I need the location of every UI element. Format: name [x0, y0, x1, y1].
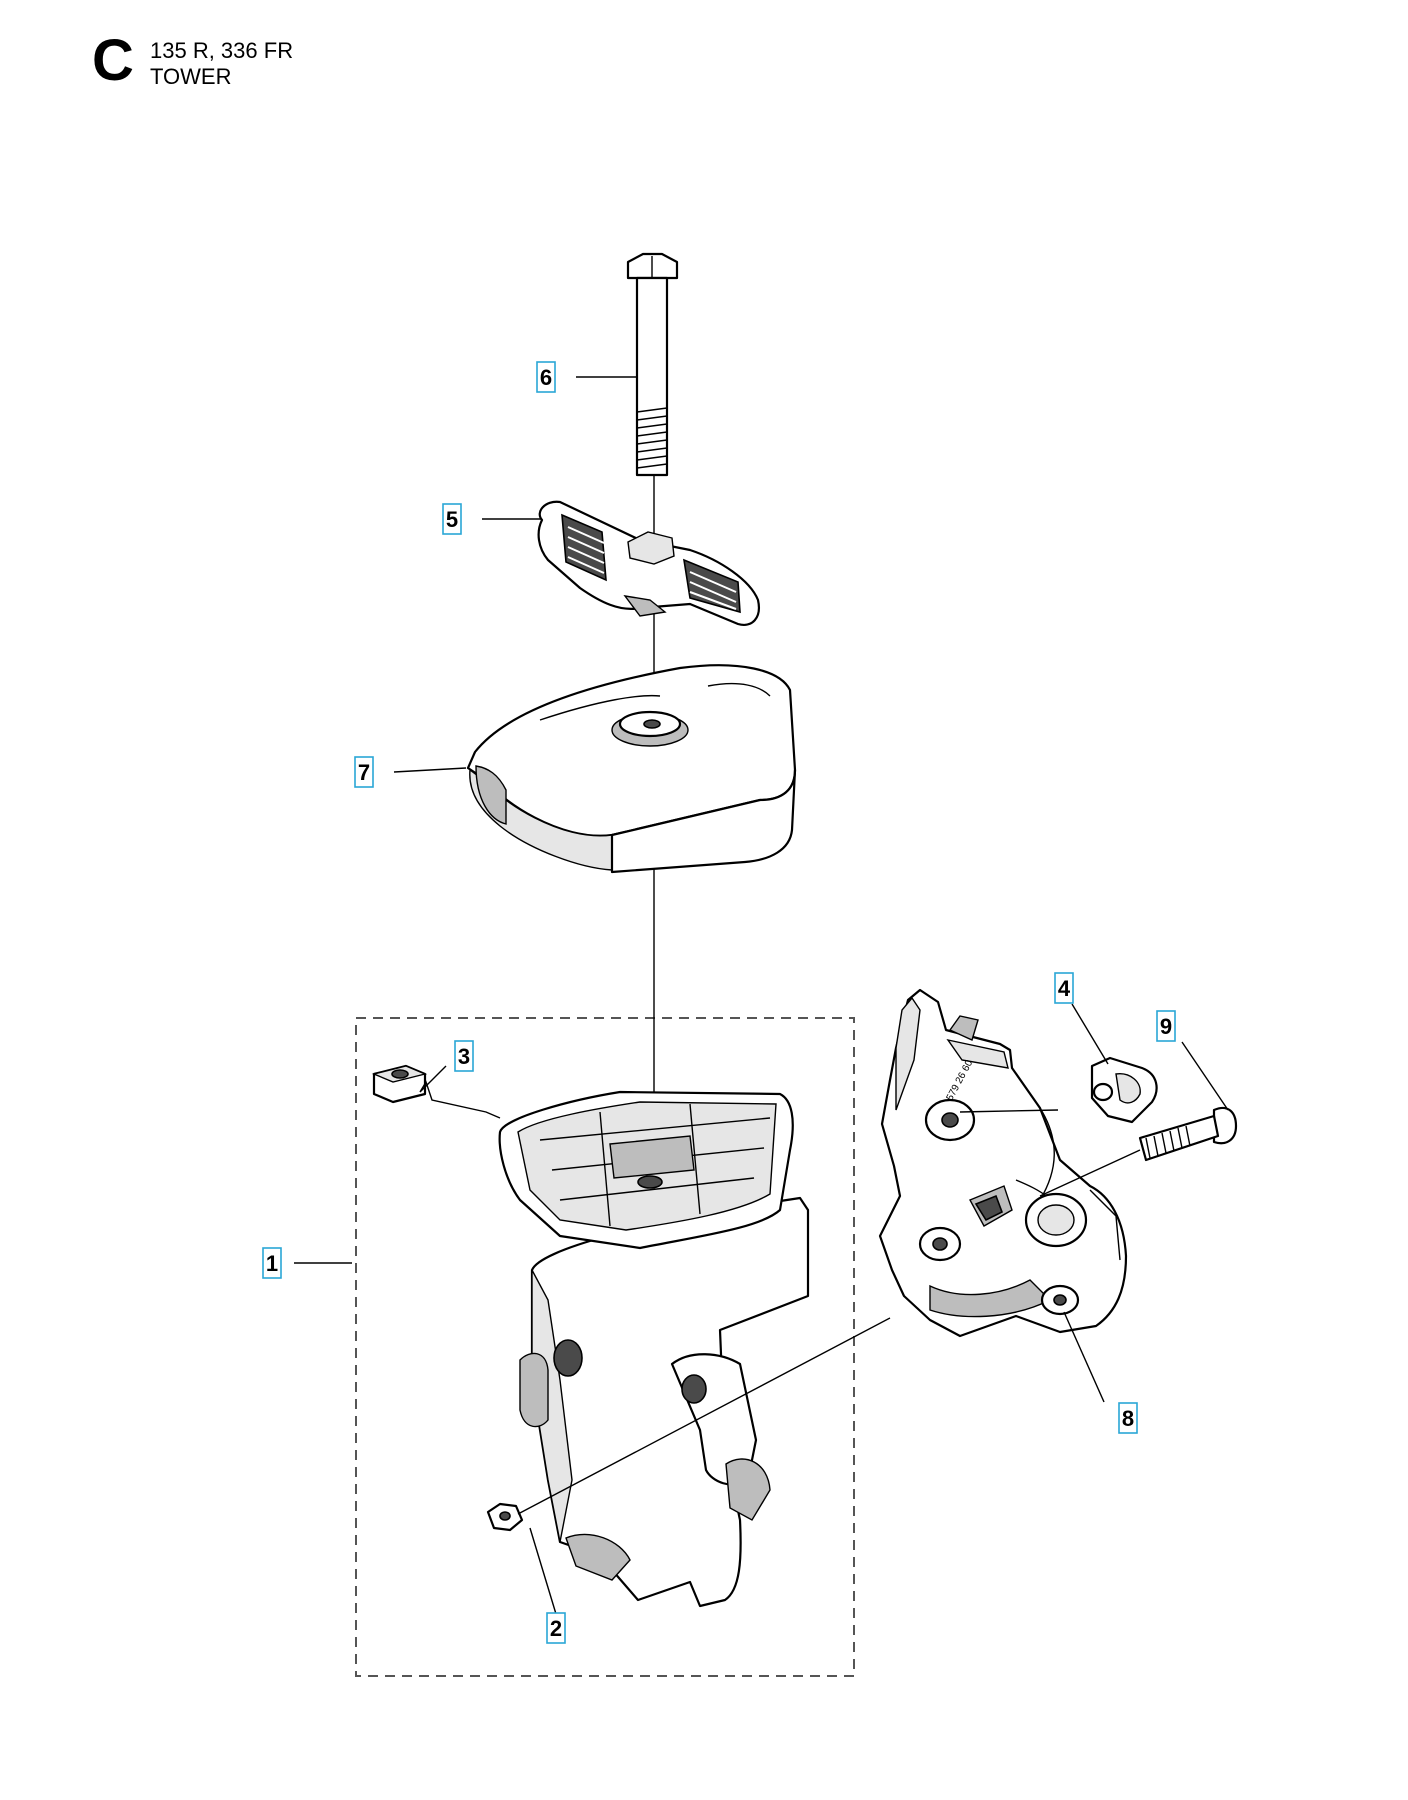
callout-1[interactable]: 1: [262, 1247, 282, 1279]
assembly-line-screw: [1039, 1149, 1141, 1197]
callout-2[interactable]: 2: [546, 1612, 566, 1644]
callout-3[interactable]: 3: [454, 1040, 474, 1072]
leader-9: [1181, 1041, 1229, 1111]
diagram-title: TOWER: [150, 64, 232, 89]
callout-number: 1: [266, 1251, 278, 1276]
part-screw[interactable]: [1138, 1106, 1238, 1162]
assembly-line-clip: [959, 1109, 1059, 1113]
leader-3: [419, 1065, 501, 1119]
callout-6[interactable]: 6: [536, 361, 556, 393]
callout-box: [1118, 1402, 1138, 1434]
part-wing-knob[interactable]: [537, 500, 760, 626]
callout-number: 3: [458, 1044, 470, 1069]
callout-8[interactable]: 8: [1118, 1402, 1138, 1434]
leader-7: [393, 767, 467, 773]
callout-box: [1156, 1010, 1176, 1042]
part-hex-nut[interactable]: [486, 1502, 524, 1532]
assembly-line-nut-to-bracket: [517, 1317, 891, 1515]
callout-7[interactable]: 7: [354, 756, 374, 788]
part-bracket[interactable]: 579 26 60: [878, 988, 1128, 1338]
model-numbers: 135 R, 336 FR: [150, 38, 294, 63]
part-square-nut[interactable]: [371, 1064, 428, 1104]
callout-number: 4: [1058, 976, 1071, 1001]
callout-box: [536, 361, 556, 393]
part-bolt[interactable]: [626, 252, 679, 477]
callout-box: [442, 503, 462, 535]
callout-5[interactable]: 5: [442, 503, 462, 535]
callout-9[interactable]: 9: [1156, 1010, 1176, 1042]
section-letter: C: [92, 28, 134, 93]
callout-number: 6: [540, 365, 552, 390]
leader-8: [1063, 1311, 1105, 1403]
callout-number: 5: [446, 507, 458, 532]
leader-4: [1071, 1003, 1109, 1065]
callout-box: [262, 1247, 282, 1279]
callout-number: 8: [1122, 1406, 1134, 1431]
callout-box: [354, 756, 374, 788]
callout-box: [454, 1040, 474, 1072]
part-tower-body[interactable]: [498, 1090, 810, 1608]
leader-2: [529, 1527, 557, 1615]
callout-box: [1054, 972, 1074, 1004]
callout-number: 2: [550, 1616, 562, 1641]
part-clip[interactable]: [1090, 1056, 1158, 1124]
callout-4[interactable]: 4: [1054, 972, 1074, 1004]
callout-box: [546, 1612, 566, 1644]
callout-number: 7: [358, 760, 370, 785]
callout-number: 9: [1160, 1014, 1172, 1039]
part-top-cover[interactable]: [466, 664, 797, 874]
